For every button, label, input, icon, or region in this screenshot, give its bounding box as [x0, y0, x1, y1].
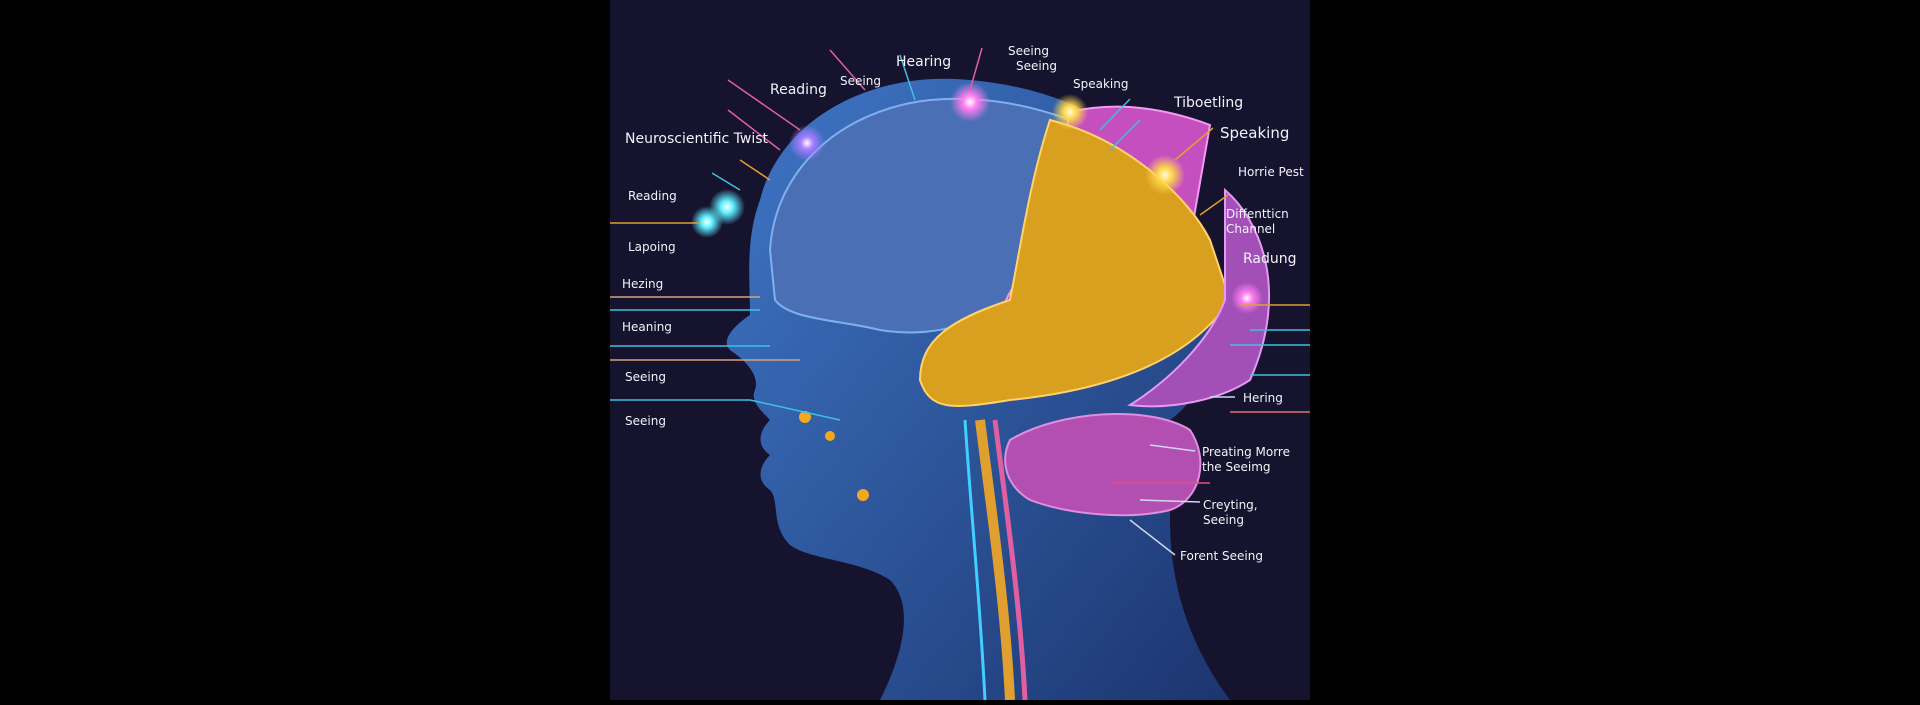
brain-diagram-svg: Hearing Seeing Reading Seeing Seeing Spe… [610, 44, 1310, 701]
label-horrie-pest: Horrie Pest [1238, 165, 1304, 179]
label-seeing: Seeing [625, 370, 666, 384]
label-seeing: Seeing [625, 414, 666, 428]
glow-node-yellow [1145, 155, 1185, 195]
label-neuroscientific-twist: Neuroscientific Twist [625, 131, 769, 147]
label-preating-morre: the Seeimg [1202, 460, 1271, 474]
brain-stem [975, 419, 1015, 701]
dot-yellow [799, 411, 811, 423]
label-seeing-seeing: Seeing [1016, 59, 1057, 73]
temporal-lobe [918, 118, 1232, 407]
glow-node-pink [950, 82, 990, 122]
label-hearing: Hearing [896, 54, 951, 70]
label-radung: Radung [1243, 251, 1297, 267]
glow-node-yellow [1052, 94, 1088, 130]
brain-stem-3 [963, 419, 987, 701]
leader-lines [610, 47, 1310, 556]
label-creyting-seeing: Seeing [1203, 513, 1244, 527]
label-diffentticn-channel: Diffentticn [1226, 207, 1289, 221]
label-forent-seeing: Forent Seeing [1180, 549, 1263, 563]
label-speaking: Speaking [1073, 77, 1128, 91]
label-preating-morre: Preating Morre [1202, 445, 1290, 459]
label-reading: Reading [628, 189, 677, 203]
label-lapoing: Lapoing [628, 240, 676, 254]
brain-stem-2 [992, 419, 1028, 701]
glow-node-violet [789, 125, 825, 161]
glow-node-cyan [691, 206, 723, 238]
occipital-lobe [1127, 187, 1271, 408]
label-seeing-seeing: Seeing [1008, 44, 1049, 58]
dot-yellow [825, 431, 835, 441]
label-tiboetling: Tiboetling [1173, 95, 1243, 111]
label-creyting-seeing: Creyting, [1203, 498, 1258, 512]
label-reading: Reading [770, 82, 827, 98]
brain-illustration: Hearing Seeing Reading Seeing Seeing Spe… [610, 0, 1310, 701]
label-hezing: Hezing [622, 277, 663, 291]
label-hering: Hering [1243, 391, 1283, 405]
label-diffentticn-channel: Channel [1226, 222, 1275, 236]
cerebellum [1004, 412, 1202, 517]
glow-node-pink [1231, 282, 1263, 314]
label-speaking: Speaking [1220, 124, 1289, 142]
label-seeing: Seeing [840, 74, 881, 88]
label-heaning: Heaning [622, 320, 672, 334]
dot-yellow [857, 489, 869, 501]
